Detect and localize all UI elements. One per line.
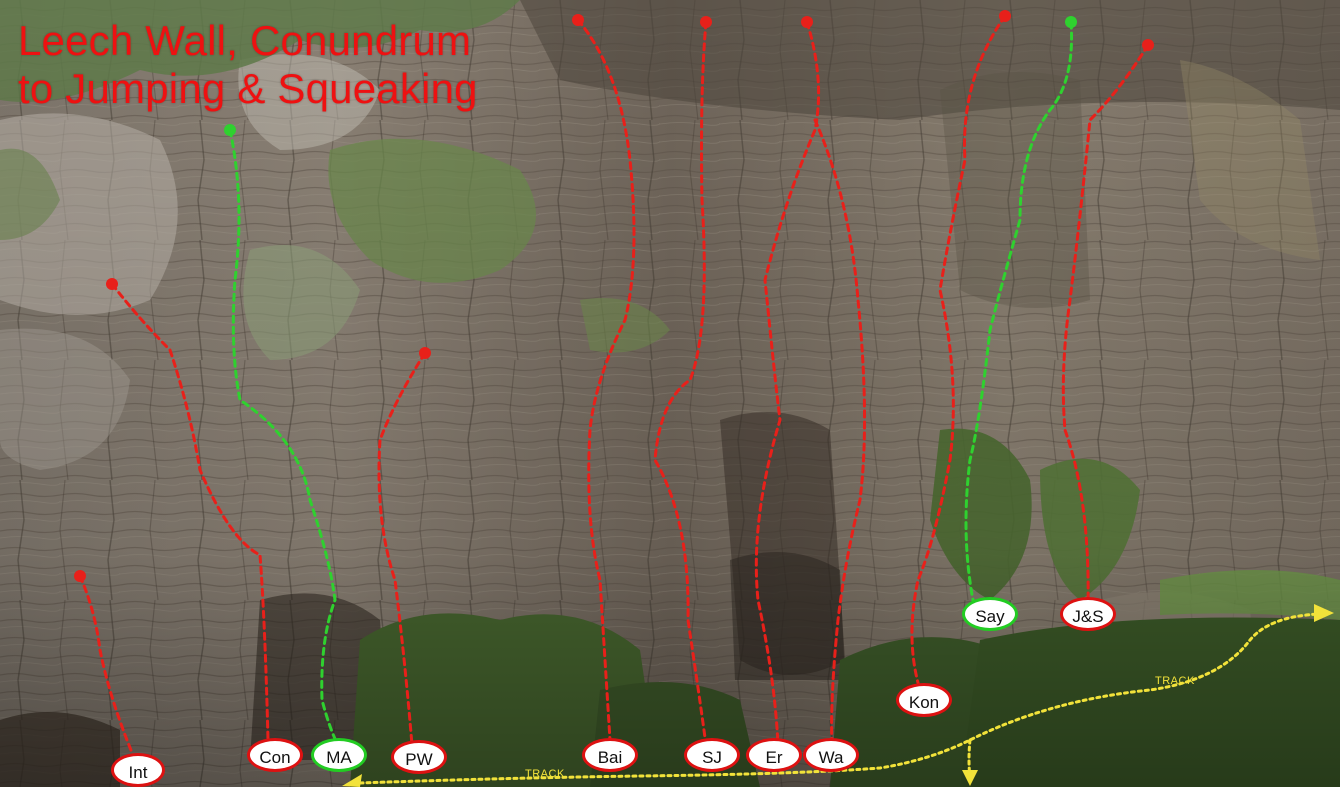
route-top-marker-con (106, 278, 118, 290)
route-label-say: Say (962, 597, 1018, 631)
route-top-marker-int (74, 570, 86, 582)
route-top-marker-ma (224, 124, 236, 136)
track-line (358, 612, 1322, 785)
route-top-marker-js (1142, 39, 1154, 51)
route-label-con: Con (247, 738, 303, 772)
route-line-er (754, 20, 821, 747)
route-top-marker-er (801, 16, 813, 28)
route-line-wa (813, 118, 867, 747)
route-line-js (1061, 43, 1150, 607)
route-line-kon (910, 14, 1007, 692)
route-label-kon: Kon (896, 683, 952, 717)
route-top-marker-kon (999, 10, 1011, 22)
track-arrow-down (962, 770, 978, 786)
route-label-sj: SJ (684, 738, 740, 772)
route-top-marker-bai (572, 14, 584, 26)
route-line-bai (576, 18, 636, 742)
route-top-marker-sj (700, 16, 712, 28)
route-label-js: J&S (1060, 597, 1116, 631)
route-line-con (110, 282, 270, 742)
route-label-wa: Wa (803, 738, 859, 772)
route-top-marker-pw (419, 347, 431, 359)
route-label-bai: Bai (582, 738, 638, 772)
route-top-marker-say (1065, 16, 1077, 28)
route-line-say (964, 20, 1074, 612)
route-line-pw (377, 351, 427, 747)
route-label-ma: MA (311, 738, 367, 772)
track-arrow-right (1314, 604, 1334, 622)
route-line-ma (228, 128, 340, 747)
route-line-int (78, 574, 137, 762)
track-label-bottom: TRACK (525, 768, 565, 780)
route-label-int: Int (111, 753, 165, 787)
track-label-right: TRACK (1155, 675, 1195, 687)
route-line-sj (653, 20, 708, 747)
route-label-er: Er (746, 738, 802, 772)
topo-title-line-2: to Jumping & Squeaking (18, 65, 478, 112)
track-arrow-left (342, 774, 362, 787)
topo-title-line-1: Leech Wall, Conundrum (18, 17, 472, 64)
route-label-pw: PW (391, 740, 447, 774)
